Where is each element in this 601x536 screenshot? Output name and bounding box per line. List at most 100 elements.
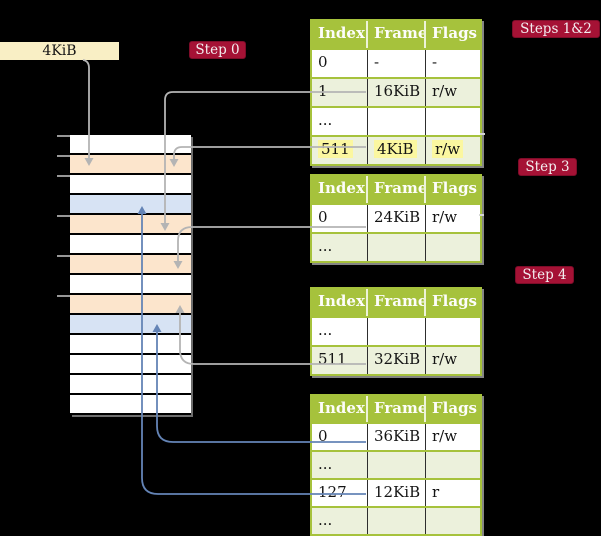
highlighted-value: r/w — [432, 140, 464, 158]
physical-memory-column — [70, 135, 191, 415]
table-steps-1-2-row-2: ... — [312, 106, 480, 135]
header-cell: Flags — [432, 24, 477, 42]
memory-frame-1 — [70, 155, 191, 175]
table-cell — [368, 508, 426, 534]
memory-frame-9 — [70, 315, 191, 335]
table-step-4-row-0: ... — [312, 316, 480, 345]
table-cell: 16KiB — [368, 79, 426, 106]
table-steps-1-2-row-3: 511 4KiB r/w — [312, 135, 480, 164]
header-cell: Frame — [368, 289, 426, 316]
memory-frame-13 — [70, 395, 191, 415]
table-cell: r/w — [432, 82, 458, 100]
table-cell: 511 — [312, 347, 368, 374]
memory-frame-10 — [70, 335, 191, 355]
header-cell: Frame — [368, 396, 426, 422]
memory-frame-0 — [70, 135, 191, 155]
table-cell: 0 — [312, 50, 368, 77]
header-cell: Index — [312, 21, 368, 48]
header-cell: Flags — [432, 179, 477, 197]
header-cell: Flags — [432, 399, 477, 417]
tick-mark — [57, 135, 70, 137]
table-cell — [426, 108, 480, 135]
table-cell: 32KiB — [368, 347, 426, 374]
table-cell — [426, 234, 480, 261]
row-marker — [480, 133, 485, 135]
header-cell: Index — [312, 289, 368, 316]
table-cell: ... — [312, 452, 368, 478]
memory-frame-8 — [70, 295, 191, 315]
tick-mark — [57, 175, 70, 177]
tick-mark — [57, 215, 70, 217]
label-steps-1-2: Steps 1&2 — [512, 20, 600, 38]
table-cell: 24KiB — [368, 205, 426, 232]
memory-frame-3 — [70, 195, 191, 215]
tick-mark — [57, 255, 70, 257]
table-cell: 36KiB — [368, 424, 426, 450]
table-cell: ... — [312, 508, 368, 534]
memory-frame-4 — [70, 215, 191, 235]
table-cell: ... — [312, 318, 368, 345]
table-cell — [368, 108, 426, 135]
table-cell: 1 — [312, 79, 368, 106]
table-level-1-row-1: ... — [312, 450, 480, 478]
memory-frame-6 — [70, 255, 191, 275]
highlighted-value: 4KiB — [374, 140, 417, 158]
header-cell: Index — [312, 176, 368, 203]
memory-frame-2 — [70, 175, 191, 195]
table-cell — [426, 508, 480, 534]
table-cell: 0 — [312, 205, 368, 232]
label-step-4: Step 4 — [515, 266, 574, 284]
table-cell — [368, 452, 426, 478]
tick-mark — [57, 295, 70, 297]
table-cell: 12KiB — [368, 480, 426, 506]
table-cell: ... — [312, 234, 368, 261]
table-cell: r/w — [432, 208, 458, 226]
label-step-0: Step 0 — [189, 41, 246, 59]
header-cell: Flags — [432, 292, 477, 310]
memory-frame-12 — [70, 375, 191, 395]
memory-frame-5 — [70, 235, 191, 255]
table-step-3-row-1: ... — [312, 232, 480, 261]
table-cell: 511 — [312, 137, 368, 164]
virtual-page-box: 4KiB — [0, 42, 119, 60]
label-step-3: Step 3 — [518, 158, 577, 176]
header-cell: Frame — [368, 176, 426, 203]
table-cell: r/w — [432, 350, 458, 368]
table-level-1-row-3: ... — [312, 506, 480, 534]
table-cell: 4KiB — [368, 137, 426, 164]
table-cell: r — [432, 483, 440, 501]
virtual-page-label: 4KiB — [42, 43, 77, 59]
table-cell — [368, 318, 426, 345]
table-cell: 0 — [312, 424, 368, 450]
header-cell: Frame — [368, 21, 426, 48]
table-cell: r/w — [432, 427, 458, 445]
tick-mark — [57, 155, 70, 157]
table-cell — [426, 452, 480, 478]
table-steps-1-2-row-0: 0-- — [312, 48, 480, 77]
table-cell: 127 — [312, 480, 368, 506]
memory-frame-11 — [70, 355, 191, 375]
table-cell: ... — [312, 108, 368, 135]
table-cell — [426, 318, 480, 345]
highlighted-value: 511 — [318, 140, 353, 158]
row-marker — [479, 214, 484, 216]
memory-frame-7 — [70, 275, 191, 295]
table-cell: - — [432, 53, 438, 71]
table-cell: - — [368, 50, 426, 77]
table-cell — [368, 234, 426, 261]
table-cell: r/w — [426, 137, 480, 164]
